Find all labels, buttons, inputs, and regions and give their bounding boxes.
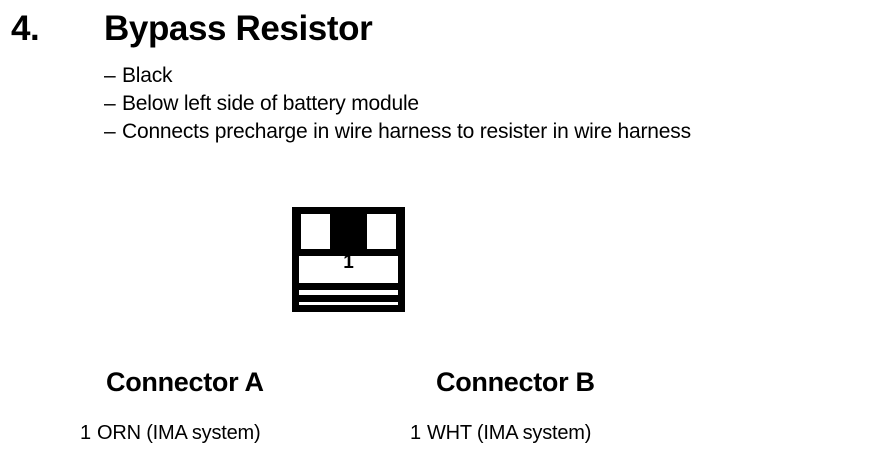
connector-a-title: Connector A: [106, 367, 264, 397]
connector-pin-number: 1: [343, 252, 354, 273]
list-item-text: Connects precharge in wire harness to re…: [122, 120, 691, 143]
connector-b-pin-row: 1 WHT (IMA system): [410, 420, 591, 446]
connector-stripe-upper: [299, 283, 398, 290]
dash-bullet-icon: –: [104, 120, 116, 143]
connector-b-title: Connector B: [436, 367, 595, 397]
connector-a-column: Connector A: [106, 366, 264, 398]
list-item: – Connects precharge in wire harness to …: [104, 118, 864, 146]
connector-notch-right: [367, 214, 396, 249]
description-list: – Black – Below left side of battery mod…: [104, 62, 864, 146]
list-item-text: Black: [122, 64, 173, 87]
connector-housing-icon: 1: [292, 207, 405, 312]
section-number: 4.: [11, 9, 40, 48]
pin-number: 1: [410, 422, 421, 444]
pin-description: WHT (IMA system): [427, 422, 592, 444]
list-item: – Black: [104, 62, 864, 90]
pin-description: ORN (IMA system): [97, 422, 261, 444]
connector-notch-left: [301, 214, 330, 249]
connector-top-band: [299, 214, 398, 256]
connector-a-pin-row: 1 ORN (IMA system): [80, 420, 261, 446]
connector-b-column: Connector B: [436, 366, 595, 398]
page-title: Bypass Resistor: [104, 9, 373, 48]
dash-bullet-icon: –: [104, 64, 116, 87]
list-item: – Below left side of battery module: [104, 90, 864, 118]
pin-number: 1: [80, 422, 91, 444]
dash-bullet-icon: –: [104, 92, 116, 115]
list-item-text: Below left side of battery module: [122, 92, 419, 115]
connector-stripe-lower: [299, 295, 398, 302]
